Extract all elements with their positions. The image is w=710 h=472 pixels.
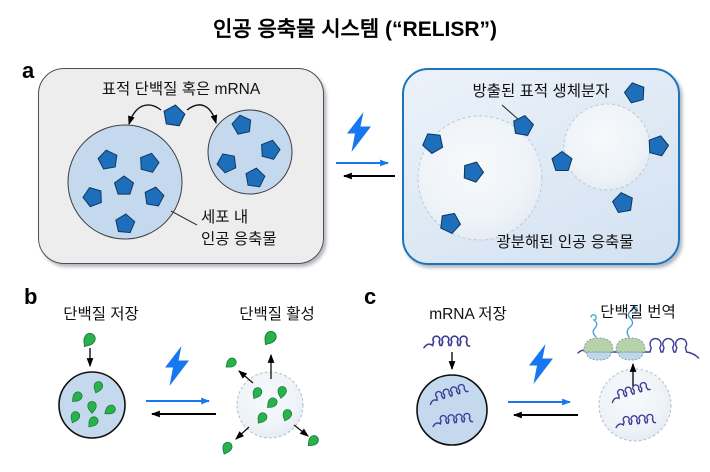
panel-a-degraded-art: [417, 79, 671, 241]
panel-c-label: c: [364, 284, 377, 309]
panel-a-intact-art: [67, 103, 293, 240]
panel-a-label: a: [22, 58, 35, 83]
ribosome-small-subunit-icon: [585, 351, 612, 361]
nascent-peptide-icon: [590, 314, 598, 338]
translating-condensate-circle: [598, 368, 672, 442]
panel-c-art: [416, 306, 700, 446]
mrna-storage-condensate-circle: [416, 374, 488, 446]
photodegraded-label: 광분해된 인공 응축물: [496, 234, 634, 251]
ribosome-large-subunit-icon: [615, 337, 646, 353]
mrna-storage-label: mRNA 저장: [429, 306, 507, 323]
ribosome-large-subunit-icon: [583, 337, 614, 353]
protein-activity-label: 단백질 활성: [239, 306, 315, 323]
degraded-condensate-circle: [417, 115, 543, 241]
degraded-condensate-circle: [563, 103, 651, 191]
panel-b-label: b: [24, 284, 38, 309]
target-protein-mrna-label: 표적 단백질 혹은 mRNA: [101, 81, 261, 98]
uptake-arrow-left: [128, 104, 162, 126]
protein-translation-label: 단백질 번역: [600, 304, 676, 321]
nascent-peptide-icon: [626, 306, 638, 338]
uptake-arrow-right: [186, 104, 218, 125]
condensate-annotation-line: [170, 210, 198, 226]
lightning-bolt-icon: [347, 112, 371, 152]
figure-title: 인공 응축물 시스템 (“RELISR”): [212, 18, 498, 41]
protein-droplet-icon: [219, 440, 234, 457]
release-arrow-downright: [293, 424, 309, 437]
intracellular-label-line1: 세포 내: [201, 209, 249, 226]
pentagon-biomolecule-icon: [610, 190, 635, 214]
mrna-strand-icon: [423, 335, 471, 349]
protein-droplet-icon: [260, 328, 279, 349]
released-annotation-line: [501, 104, 520, 121]
intracellular-label-line2: 인공 응축물: [201, 231, 277, 248]
release-arrow-upleft: [238, 370, 254, 384]
protein-storage-label: 단백질 저장: [63, 306, 139, 323]
lightning-bolt-icon: [165, 346, 189, 386]
protein-droplet-icon: [79, 330, 98, 351]
lightning-bolt-icon: [529, 344, 553, 384]
panel-b-art: [58, 328, 321, 457]
pentagon-biomolecule-icon: [161, 103, 187, 127]
translated-mrna-strand-icon: [577, 337, 700, 359]
protein-droplet-icon: [222, 355, 239, 371]
released-biomolecule-label: 방출된 표적 생체분자: [472, 83, 610, 100]
condensate-small-circle: [207, 109, 293, 195]
release-arrow-downleft: [235, 426, 250, 440]
ribosome-small-subunit-icon: [617, 351, 644, 361]
panel-a-reaction: [336, 112, 395, 180]
